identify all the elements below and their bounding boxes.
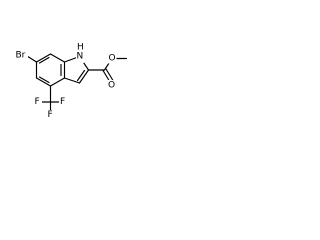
ester-o-bg [107,53,117,64]
bond-c3-c3a [63,77,81,84]
bond-c2-c3 [78,69,90,84]
bond-c2-c3-double [76,69,86,82]
carbonyl-o-bg [107,80,116,90]
label-layer: Br H N O O F F F [15,43,117,120]
bond-c5-c4-double [38,76,50,84]
bond-c6-br [26,55,38,63]
bromine-label: Br [16,51,26,61]
bond-c5-c4 [35,77,52,87]
ester-oxygen-label: O [109,54,116,64]
bond-c7-c6-double [38,56,50,64]
f2-bg [59,97,67,107]
fluorine-left-label: F [35,97,40,107]
nitrogen-h-label: H [77,43,84,53]
carbonyl-oxygen-label: O [108,81,115,91]
fluorine-right-label: F [60,97,65,107]
nh-label-bg [76,43,84,63]
nitrogen-label: N [77,52,84,62]
fluorine-bottom-label: F [48,110,53,120]
bond-c7a-c7 [49,53,66,63]
f1-bg [34,97,42,107]
f3-bg [46,110,55,120]
bond-c4-c3a [49,77,66,87]
bond-c7-c6 [35,53,52,63]
structure-diagram: Br H N O O F F F [15,43,128,120]
br-label-bg [15,50,28,61]
bond-carbonyl-o-b [105,68,114,82]
